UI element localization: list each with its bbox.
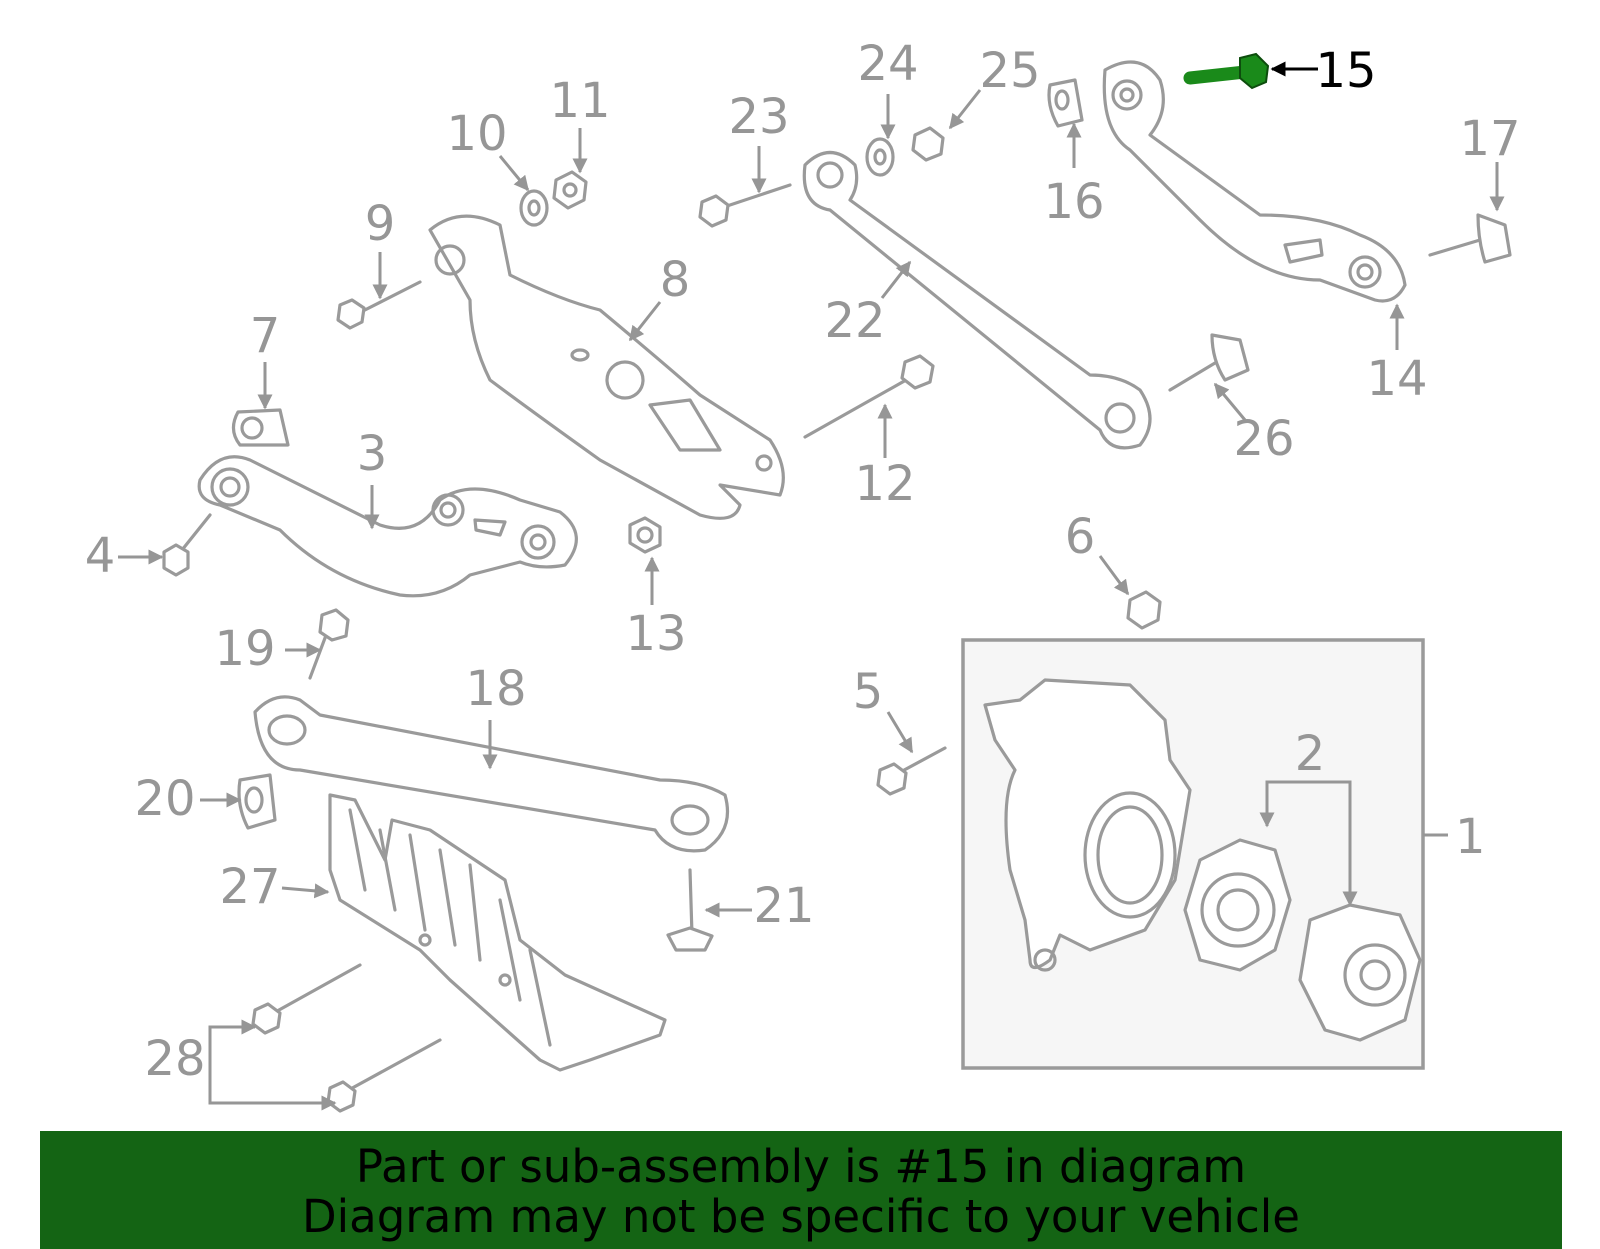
part-19-bolt[interactable]: [308, 608, 350, 680]
part-24-washer[interactable]: [865, 137, 895, 177]
callout-25: 25: [979, 43, 1040, 99]
callout-14: 14: [1366, 351, 1427, 407]
callout-28: 28: [144, 1031, 205, 1087]
part-12-bolt[interactable]: [803, 354, 935, 439]
part-13-nut[interactable]: [628, 516, 662, 554]
part-5-bolt[interactable]: [876, 746, 947, 796]
part-6-nut[interactable]: [1126, 590, 1162, 630]
part-8-lower-arm[interactable]: [428, 214, 785, 520]
callout-27: 27: [219, 859, 280, 915]
callout-13: 13: [625, 606, 686, 662]
part-15-bolt-highlighted[interactable]: [1183, 52, 1270, 90]
part-9-bolt[interactable]: [336, 280, 422, 330]
part-27-shield[interactable]: [328, 793, 667, 1072]
part-3-control-arm[interactable]: [197, 455, 578, 598]
callout-26: 26: [1233, 411, 1294, 467]
callout-18: 18: [465, 661, 526, 717]
callout-6: 6: [1065, 509, 1096, 565]
callout-19: 19: [214, 621, 275, 677]
callout-10: 10: [446, 106, 507, 162]
callout-3: 3: [357, 426, 388, 482]
callout-12: 12: [854, 456, 915, 512]
part-2-wheel-hub[interactable]: [1298, 903, 1422, 1042]
callout-7: 7: [250, 308, 281, 364]
part-26-bolt[interactable]: [1168, 333, 1250, 392]
part-28-bolt-upper[interactable]: [251, 963, 362, 1035]
part-10-washer[interactable]: [519, 189, 549, 227]
callout-15: 15: [1315, 43, 1376, 99]
callout-5: 5: [853, 664, 884, 720]
callout-11: 11: [549, 73, 610, 129]
part-17-bolt[interactable]: [1428, 213, 1512, 264]
part-7-bushing[interactable]: [231, 408, 290, 447]
banner-line-2: Diagram may not be specific to your vehi…: [302, 1190, 1300, 1243]
callout-17: 17: [1459, 111, 1520, 167]
part-20-bushing[interactable]: [237, 773, 277, 830]
part-25-nut[interactable]: [911, 126, 945, 162]
callout-8: 8: [660, 252, 691, 308]
part-28-bolt-lower[interactable]: [326, 1038, 442, 1113]
callout-9: 9: [365, 196, 396, 252]
part-16-bushing[interactable]: [1047, 78, 1084, 128]
callout-24: 24: [857, 36, 918, 92]
part-23-bolt[interactable]: [698, 183, 792, 228]
part-21-bolt[interactable]: [666, 868, 714, 952]
info-banner: Part or sub-assembly is #15 in diagram D…: [40, 1131, 1562, 1249]
part-14-upper-arm[interactable]: [1102, 60, 1407, 303]
part-18-link[interactable]: [253, 695, 730, 853]
callout-2: 2: [1295, 726, 1326, 782]
part-1-knuckle[interactable]: [983, 678, 1192, 972]
banner-line-1: Part or sub-assembly is #15 in diagram: [355, 1140, 1247, 1193]
callout-1: 1: [1455, 809, 1486, 865]
part-11-nut[interactable]: [552, 170, 588, 210]
callout-23: 23: [728, 89, 789, 145]
part-2-wheel-bearing[interactable]: [1183, 838, 1292, 972]
part-22-link[interactable]: [802, 150, 1152, 450]
callout-22: 22: [824, 293, 885, 349]
callout-4: 4: [85, 528, 116, 584]
part-4-bolt[interactable]: [162, 513, 212, 577]
callout-21: 21: [753, 878, 814, 934]
callout-20: 20: [134, 771, 195, 827]
callout-16: 16: [1043, 174, 1104, 230]
leader-lines: [118, 61, 1505, 1111]
